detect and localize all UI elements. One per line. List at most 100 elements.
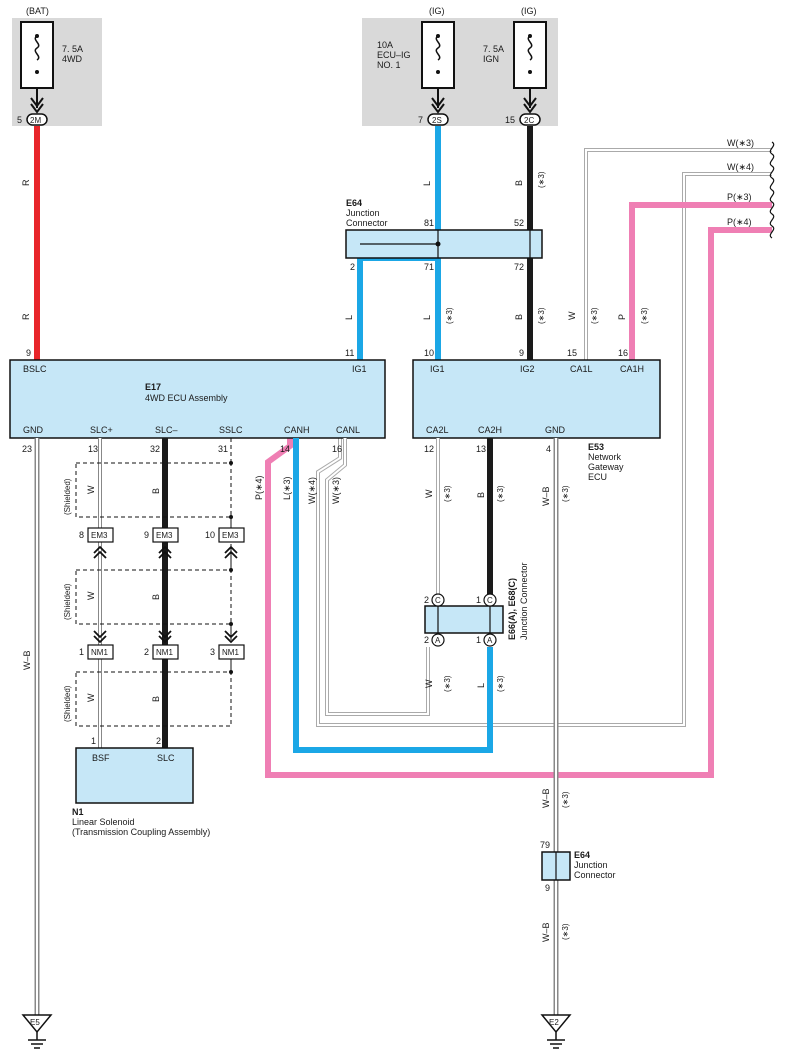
junction-pin-2: 2 — [350, 262, 355, 272]
solenoid-pin-2: 2 — [156, 736, 161, 746]
ecu-4wd-term-canl: CANL — [336, 425, 360, 435]
ecu-4wd-term-bslc: BSLC — [23, 364, 47, 374]
nm1-label-1: NM1 — [91, 648, 108, 657]
junction-e64-bottom-pin-9: 9 — [545, 883, 550, 893]
shield-box-3 — [75, 671, 232, 727]
solenoid-name1: Linear Solenoid — [72, 817, 135, 827]
gateway-name2: Gateway — [588, 462, 624, 472]
wire-blue-e17-ig1 — [357, 255, 438, 360]
ecu-4wd-code: E17 — [145, 382, 161, 392]
wire-label-n3-wb-gw1: (∗3) — [561, 485, 570, 502]
fuse-ign — [513, 21, 547, 114]
wire-w3-canl — [325, 438, 430, 716]
solenoid-term-bsf: BSF — [92, 753, 110, 763]
junction-pin-c-left — [431, 593, 445, 607]
shielded-label-3: (Shielded) — [63, 685, 72, 722]
wire-label-wb-gw2: W–B — [541, 788, 551, 808]
wire-label-w3-top: W(∗3) — [727, 138, 754, 148]
ig-source-label-1: (IG) — [429, 6, 445, 16]
wire-label-wb-gw1: W–B — [541, 486, 551, 506]
fuse-ign-name: IGN — [483, 54, 499, 64]
wire-label-r-bottom: R — [21, 313, 31, 320]
gateway-pin-ca1l: 15 — [567, 348, 577, 358]
junction-mid-code: E66(A), E68(C) — [507, 578, 517, 640]
junction-a-pin-2: 2 — [424, 635, 429, 645]
fuse-ecu-rating: 10A — [377, 40, 393, 50]
chevron-connectors — [93, 545, 238, 644]
wire-label-w-bottom: W — [424, 679, 434, 688]
wire-label-wb-gw3: W–B — [541, 922, 551, 942]
wire-label-w-2: W — [86, 591, 96, 600]
nm1-pin-2: 2 — [144, 647, 149, 657]
solenoid-term-slc: SLC — [157, 753, 175, 763]
em3-pin-10: 10 — [205, 530, 215, 540]
wire-label-p3-top: P(∗3) — [727, 192, 752, 202]
ecu-4wd-pin-canh: 14 — [280, 444, 290, 454]
wire-label-w3-canl: W(∗3) — [331, 477, 341, 504]
fuse-4wd — [20, 21, 54, 114]
conn-2m — [26, 113, 48, 126]
junction-pin-72: 72 — [514, 262, 524, 272]
ecu-4wd-pin-gnd: 23 — [22, 444, 32, 454]
wire-label-l3-canh: L(∗3) — [282, 476, 292, 500]
junction-a-label-1: A — [435, 636, 441, 645]
wire-p3-ca1h — [629, 202, 772, 360]
ground-symbol-e5 — [21, 1014, 53, 1049]
nm1-pin-3: 3 — [210, 647, 215, 657]
junction-pin-a-right — [483, 633, 497, 647]
junction-c-pin-1: 1 — [476, 595, 481, 605]
ecu-4wd-term-canh: CANH — [284, 425, 310, 435]
conn-2s-label: 2S — [432, 116, 442, 125]
em3-pin-9: 9 — [144, 530, 149, 540]
wire-label-n3-wb-gw2: (∗3) — [561, 791, 570, 808]
solenoid-box — [75, 747, 194, 804]
wire-label-p4-canh: P(∗4) — [254, 475, 264, 500]
fuse-ecu-ig — [421, 21, 455, 114]
wire-label-b-2: B — [151, 594, 161, 600]
gateway-pin-ig2: 9 — [519, 348, 524, 358]
gateway-code: E53 — [588, 442, 604, 452]
fuse-ign-rating: 7. 5A — [483, 44, 504, 54]
ecu-4wd-term-sslc: SSLC — [219, 425, 243, 435]
wire-label-l-gw: L — [422, 315, 432, 320]
conn-2c — [519, 113, 541, 126]
wire-label-n3-w-ca1l: (∗3) — [590, 307, 599, 324]
ecu-4wd-box — [9, 359, 386, 439]
nm1-label-2: NM1 — [156, 648, 173, 657]
junction-e64-bottom-name1: Junction — [574, 860, 608, 870]
wire-label-p-ca1h: P — [617, 314, 627, 320]
ecu-4wd-pin-ig1: 11 — [345, 348, 354, 358]
gateway-name3: ECU — [588, 472, 607, 482]
shielded-label-2: (Shielded) — [63, 583, 72, 620]
connector-em3-row — [87, 527, 245, 543]
wire-label-w-ca2l: W — [424, 489, 434, 498]
ecu-4wd-pin-sslc: 31 — [218, 444, 228, 454]
junction-a-pin-1: 1 — [476, 635, 481, 645]
ecu-4wd-term-slcm: SLC– — [155, 425, 178, 435]
ecu-4wd-term-gnd: GND — [23, 425, 44, 435]
solenoid-code: N1 — [72, 807, 84, 817]
gateway-pin-ca2h: 13 — [476, 444, 486, 454]
nm1-pin-1: 1 — [79, 647, 84, 657]
fuse-ecu-name1: ECU–IG — [377, 50, 411, 60]
ecu-4wd-pin-bslc: 9 — [26, 348, 31, 358]
gateway-pin-ca2l: 12 — [424, 444, 434, 454]
gateway-term-ca2l: CA2L — [426, 425, 449, 435]
shield-box-2 — [75, 569, 232, 625]
wire-w3-ca1l — [584, 148, 772, 360]
ecu-4wd-term-slcp: SLC+ — [90, 425, 113, 435]
solenoid-pin-1: 1 — [91, 736, 96, 746]
junction-e64-top-name2: Connector — [346, 218, 388, 228]
junction-pin-a-left — [431, 633, 445, 647]
ecu-4wd-name: 4WD ECU Assembly — [145, 393, 228, 403]
ground-e5-label: E5 — [30, 1018, 40, 1027]
shield-box-1 — [75, 462, 232, 518]
ecu-4wd-term-ig1: IG1 — [352, 364, 367, 374]
gateway-term-ca2h: CA2H — [478, 425, 502, 435]
wire-label-p4-top: P(∗4) — [727, 217, 752, 227]
fuse-4wd-name: 4WD — [62, 54, 83, 64]
gateway-term-ig1: IG1 — [430, 364, 445, 374]
fuse-ecu-name2: NO. 1 — [377, 60, 401, 70]
em3-label-1: EM3 — [91, 531, 108, 540]
bat-source-label: (BAT) — [26, 6, 49, 16]
